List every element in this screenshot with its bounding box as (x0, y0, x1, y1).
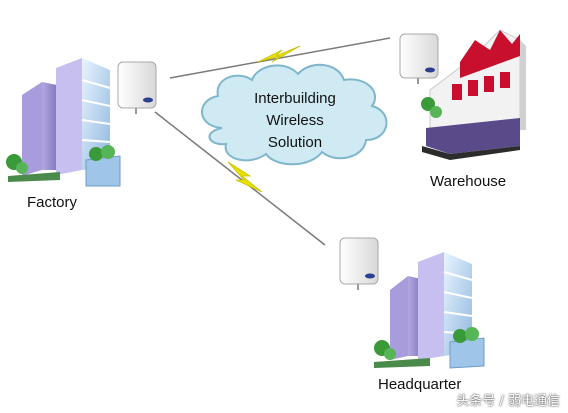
cloud-label-line1: Interbuilding (254, 90, 336, 107)
warehouse-access-point-icon (399, 33, 439, 84)
cloud-label: Interbuilding Wireless Solution (215, 88, 375, 154)
headquarter-label: Headquarter (378, 376, 462, 393)
link-factory-headquarter (154, 111, 326, 246)
cloud-label-line2: Wireless (266, 112, 324, 129)
cloud-shape (201, 63, 388, 166)
headquarter-building-icon (374, 252, 485, 369)
warehouse-label: Warehouse (430, 173, 507, 190)
headquarter-access-point-icon (339, 237, 379, 290)
warehouse-building-icon (421, 29, 526, 160)
link-factory-warehouse (169, 37, 391, 79)
lightning-bolt-icon (227, 161, 263, 193)
factory-label: Factory (27, 194, 78, 211)
watermark-text: 头条号 / 弱电通信 (456, 394, 560, 409)
factory-building-icon (6, 58, 121, 187)
cloud-label-line3: Solution (267, 134, 323, 151)
lightning-bolt-icon (257, 45, 301, 63)
factory-access-point-icon (117, 61, 157, 114)
